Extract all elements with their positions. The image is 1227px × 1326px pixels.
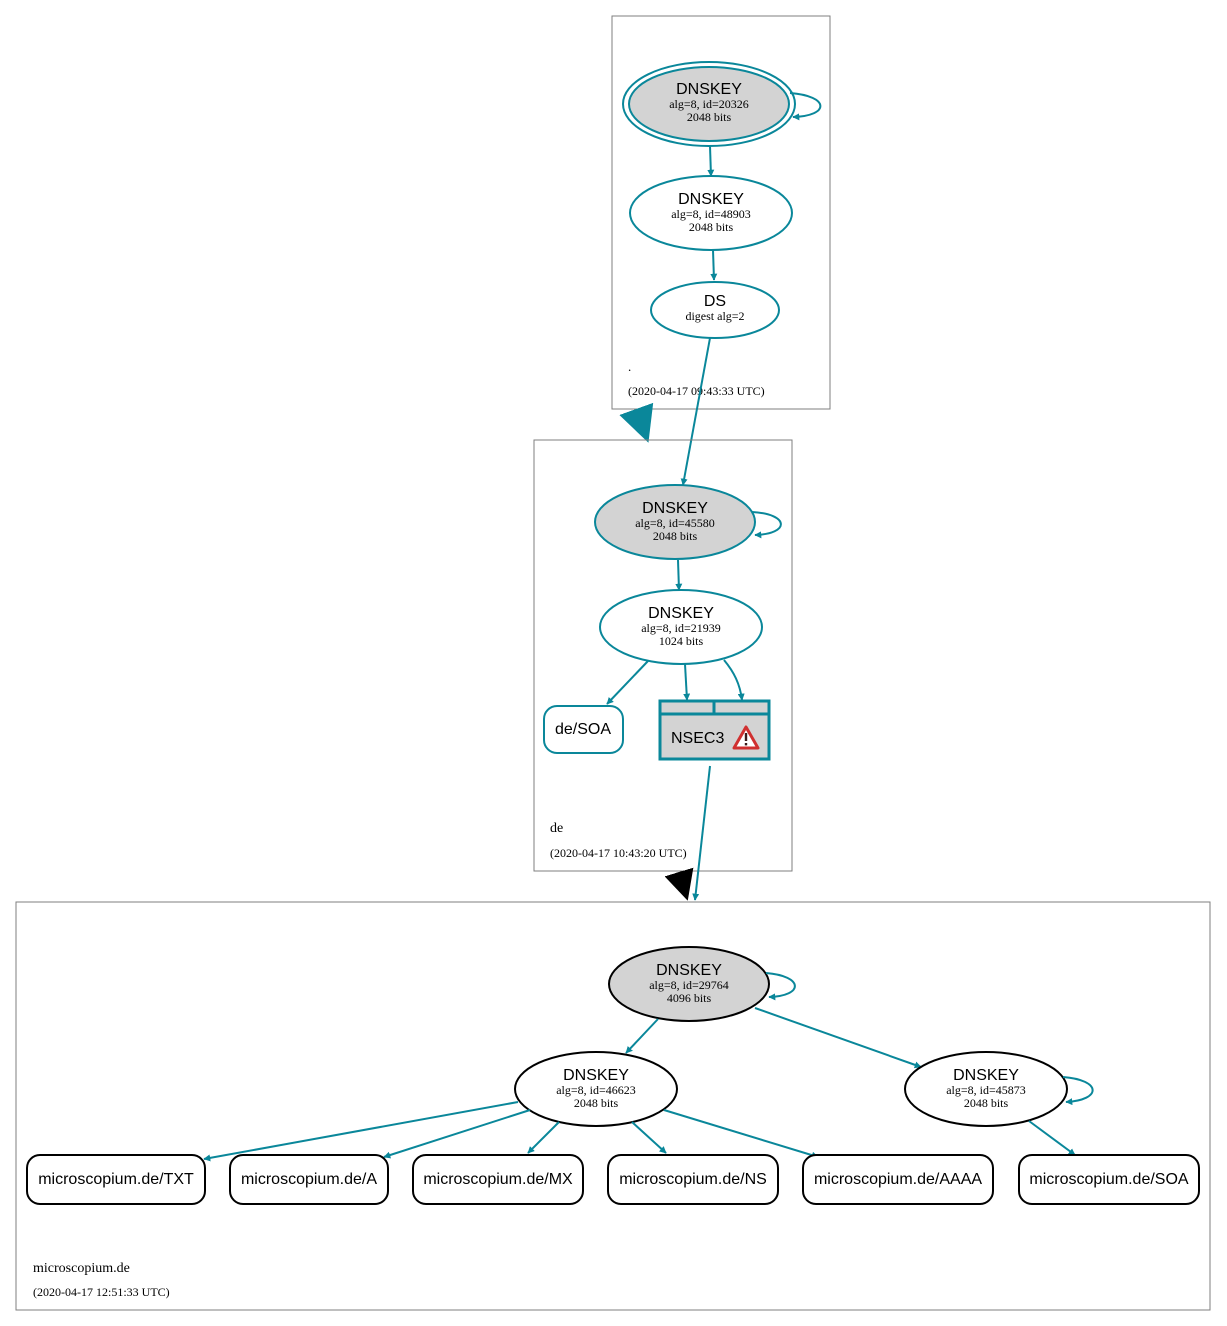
zone-microscopium-name: microscopium.de xyxy=(33,1261,130,1276)
edge-root-ksk-to-zsk xyxy=(707,145,715,177)
edge-zsk1-to-aaaa xyxy=(663,1109,819,1159)
node-root-ksk-title: DNSKEY xyxy=(676,81,742,98)
record-aaaa[interactable]: microscopium.de/AAAA xyxy=(802,1154,994,1205)
record-txt[interactable]: microscopium.de/TXT xyxy=(26,1154,206,1205)
zone-de-name: de xyxy=(550,821,563,836)
edge-delegation-de-microscopium xyxy=(664,867,694,901)
record-aaaa-label: microscopium.de/AAAA xyxy=(814,1171,982,1188)
node-ms-zsk1-line2: 2048 bits xyxy=(574,1096,619,1110)
zone-root-border xyxy=(611,15,831,410)
node-de-soa-shape xyxy=(543,705,624,754)
edge-zsk2-to-soa xyxy=(1028,1120,1076,1156)
edge-zsk1-to-mx xyxy=(527,1121,560,1154)
edge-zsk1-to-txt xyxy=(203,1101,519,1162)
zone-de-timestamp: (2020-04-17 10:43:20 UTC) xyxy=(550,846,687,860)
edge-zsk1-to-ns xyxy=(631,1121,667,1154)
edge-de-ksk-to-zsk xyxy=(675,559,683,591)
record-ns[interactable]: microscopium.de/NS xyxy=(607,1154,779,1205)
record-ns-label: microscopium.de/NS xyxy=(619,1171,767,1188)
node-root-ksk-line2: 2048 bits xyxy=(687,110,732,124)
edge-de-zsk-to-nsec3-a xyxy=(683,663,691,701)
node-ms-zsk1[interactable]: DNSKEY alg=8, id=46623 2048 bits xyxy=(514,1051,678,1127)
node-root-ds-title: DS xyxy=(704,293,726,310)
node-root-ksk[interactable]: DNSKEY alg=8, id=20326 2048 bits xyxy=(622,61,796,147)
zone-microscopium: microscopium.de (2020-04-17 12:51:33 UTC… xyxy=(15,901,1211,1311)
node-de-zsk-shape xyxy=(599,589,763,665)
node-ms-zsk2-title: DNSKEY xyxy=(953,1067,1019,1084)
edge-ds-to-de-ksk xyxy=(680,337,711,486)
record-a-label: microscopium.de/A xyxy=(241,1171,377,1188)
node-ms-zsk2-line2: 2048 bits xyxy=(964,1096,1009,1110)
node-root-zsk[interactable]: DNSKEY alg=8, id=48903 2048 bits xyxy=(629,175,793,251)
edge-de-ksk-self xyxy=(751,511,782,539)
node-ms-zsk2-line1: alg=8, id=45873 xyxy=(946,1083,1026,1097)
node-de-ksk-title: DNSKEY xyxy=(642,500,708,517)
node-de-ksk-shape xyxy=(594,484,756,560)
node-de-zsk-line2: 1024 bits xyxy=(659,634,704,648)
node-root-zsk-line1: alg=8, id=48903 xyxy=(671,207,751,221)
node-root-ksk-outer xyxy=(622,61,796,147)
node-ms-ksk-line2: 4096 bits xyxy=(667,991,712,1005)
node-de-nsec3[interactable]: NSEC3 xyxy=(658,699,771,761)
edge-de-zsk-to-nsec3-b xyxy=(723,659,745,701)
node-de-zsk[interactable]: DNSKEY alg=8, id=21939 1024 bits xyxy=(599,589,763,665)
record-a-shape xyxy=(229,1154,389,1205)
record-mx[interactable]: microscopium.de/MX xyxy=(412,1154,584,1205)
edge-root-zsk-to-ds xyxy=(710,249,718,281)
node-root-ksk-line1: alg=8, id=20326 xyxy=(669,97,749,111)
edge-ms-ksk-to-zsk1 xyxy=(625,1018,659,1054)
zone-root-timestamp: (2020-04-17 09:43:33 UTC) xyxy=(628,384,765,398)
node-root-ds-shape xyxy=(650,281,780,339)
record-aaaa-shape xyxy=(802,1154,994,1205)
node-ms-zsk1-shape xyxy=(514,1051,678,1127)
node-root-ds[interactable]: DS digest alg=2 xyxy=(650,281,780,339)
node-ms-zsk2[interactable]: DNSKEY alg=8, id=45873 2048 bits xyxy=(904,1051,1068,1127)
record-txt-label: microscopium.de/TXT xyxy=(38,1171,194,1188)
node-ms-ksk-line1: alg=8, id=29764 xyxy=(649,978,729,992)
node-de-ksk[interactable]: DNSKEY alg=8, id=45580 2048 bits xyxy=(594,484,756,560)
node-root-ds-line1: digest alg=2 xyxy=(685,309,744,323)
node-root-ksk-shape xyxy=(628,66,790,142)
edge-ms-zsk2-self xyxy=(1062,1076,1094,1106)
node-de-ksk-line2: 2048 bits xyxy=(653,529,698,543)
warning-icon xyxy=(732,725,760,750)
record-mx-shape xyxy=(412,1154,584,1205)
node-root-zsk-line2: 2048 bits xyxy=(689,220,734,234)
edge-nsec3-to-microscopium xyxy=(692,765,711,901)
node-ms-ksk[interactable]: DNSKEY alg=8, id=29764 4096 bits xyxy=(608,946,770,1022)
edge-delegation-root-de xyxy=(619,402,654,443)
edge-zsk1-to-a xyxy=(383,1109,531,1159)
record-a[interactable]: microscopium.de/A xyxy=(229,1154,389,1205)
node-de-soa-label: de/SOA xyxy=(555,721,611,738)
zone-root: . (2020-04-17 09:43:33 UTC) xyxy=(611,15,831,410)
node-ms-ksk-title: DNSKEY xyxy=(656,962,722,979)
zone-microscopium-timestamp: (2020-04-17 12:51:33 UTC) xyxy=(33,1285,170,1299)
node-de-soa[interactable]: de/SOA xyxy=(543,705,624,754)
record-soa-shape xyxy=(1018,1154,1200,1205)
node-ms-zsk1-title: DNSKEY xyxy=(563,1067,629,1084)
node-ms-zsk1-line1: alg=8, id=46623 xyxy=(556,1083,636,1097)
record-txt-shape xyxy=(26,1154,206,1205)
record-soa[interactable]: microscopium.de/SOA xyxy=(1018,1154,1200,1205)
node-de-ksk-line1: alg=8, id=45580 xyxy=(635,516,715,530)
zone-root-name: . xyxy=(628,359,631,374)
zone-de-border xyxy=(533,439,793,872)
record-soa-label: microscopium.de/SOA xyxy=(1029,1171,1188,1188)
edge-ms-ksk-self xyxy=(765,972,796,1001)
node-root-zsk-shape xyxy=(629,175,793,251)
node-de-zsk-title: DNSKEY xyxy=(648,605,714,622)
record-ns-shape xyxy=(607,1154,779,1205)
node-de-nsec3-label: NSEC3 xyxy=(671,730,724,747)
zone-de: de (2020-04-17 10:43:20 UTC) xyxy=(533,439,793,872)
node-ms-ksk-shape xyxy=(608,946,770,1022)
edge-ms-ksk-to-zsk2 xyxy=(754,1007,922,1069)
edge-root-ksk-self xyxy=(789,92,822,121)
edge-de-zsk-to-soa xyxy=(606,660,649,705)
zone-microscopium-border xyxy=(15,901,1211,1311)
node-ms-zsk2-shape xyxy=(904,1051,1068,1127)
node-de-zsk-line1: alg=8, id=21939 xyxy=(641,621,721,635)
node-root-zsk-title: DNSKEY xyxy=(678,191,744,208)
record-mx-label: microscopium.de/MX xyxy=(423,1171,573,1188)
